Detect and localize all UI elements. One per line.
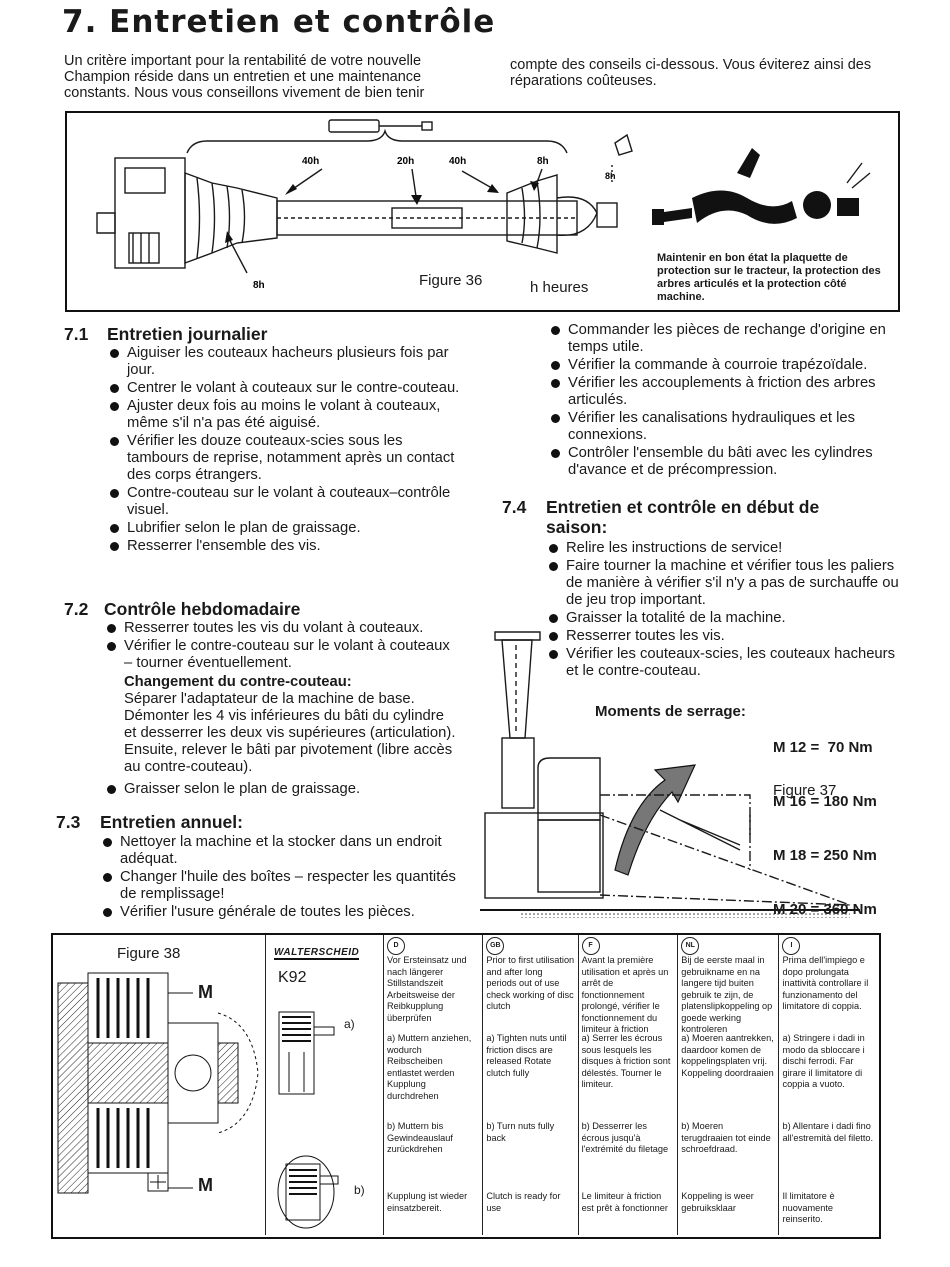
lang-badge-gb: GB	[486, 937, 505, 955]
grease-gun-icon	[328, 119, 433, 133]
m-label-top: M	[198, 982, 213, 1002]
figure-36-box: 40h 20h 40h 8h 8h 8h Figure 36 h heures …	[65, 111, 900, 312]
torque-label: Moments de serrage:	[595, 703, 746, 720]
figure-38-caption: Figure 38	[117, 945, 181, 962]
torque-m12: M 12 = 70 Nm	[773, 739, 873, 756]
safety-pictogram	[652, 148, 871, 225]
label-8h-oil: 8h	[605, 171, 616, 181]
lang-column-it: I Prima dell'impiego e dopo prolungata i…	[778, 935, 877, 1235]
list-item: Commander les pièces de rechange d'origi…	[548, 322, 904, 356]
intro-left: Un critère important pour la rentabilité…	[64, 53, 425, 101]
counter-knife-change-text: Séparer l'adaptateur de la machine de ba…	[124, 691, 456, 775]
clutch-section-drawing	[57, 972, 259, 1194]
list-item: Vérifier les douze couteaux-scies sous l…	[107, 433, 463, 484]
list-item: Relire les instructions de service!	[546, 540, 902, 557]
list-item: Graisser selon le plan de graissage.	[104, 781, 460, 798]
walterscheid-column: WALTERSCHEID K92 a) b)	[265, 935, 384, 1235]
lang-badge-it: I	[782, 937, 801, 955]
section-7-1-number: 7.1	[64, 324, 89, 344]
counter-knife-change-title: Changement du contre-couteau:	[124, 674, 352, 690]
torque-m20: M 20 = 360 Nm	[773, 901, 877, 918]
lang-column-nl: NL Bij de eerste maal in gebruikname en …	[677, 935, 779, 1235]
list-item: Changer l'huile des boîtes – respecter l…	[100, 869, 456, 903]
list-item: Graisser la totalité de la machine.	[546, 610, 902, 627]
label-20h: 20h	[397, 156, 414, 167]
section-7-1-title: Entretien journalier	[107, 324, 268, 344]
lang-badge-nl: NL	[681, 937, 700, 955]
oil-can-icon	[611, 133, 633, 185]
label-40h-left: 40h	[302, 156, 319, 167]
label-40h-right: 40h	[449, 156, 466, 167]
page-title: 7. Entretien et contrôle	[62, 4, 496, 40]
figure-36-caption: Figure 36	[419, 272, 483, 289]
list-item: Faire tourner la machine et vérifier tou…	[546, 558, 902, 609]
list-item: Vérifier l'usure générale de toutes les …	[100, 904, 456, 921]
torque-m16: M 16 = 180 Nm	[773, 793, 877, 810]
figure-38-box: Figure 38 M M WALTERSCHEID K92	[51, 933, 881, 1239]
pto-shaft-drawing: 40h 20h 40h 8h 8h 8h	[96, 119, 871, 291]
lang-column-fr: F Avant la première utilisation et après…	[577, 935, 678, 1235]
protection-note: Maintenir en bon état la plaquette de pr…	[657, 252, 881, 303]
section-7-3-title: Entretien annuel:	[100, 812, 243, 832]
lang-column-gb: GB Prior to first utilisation and after …	[482, 935, 579, 1235]
list-item: Resserrer toutes les vis.	[546, 628, 902, 645]
clutch-detail-a-drawing	[278, 1011, 335, 1095]
label-b: b)	[354, 1183, 365, 1197]
figure-37-caption: Figure 37	[773, 782, 837, 799]
list-item: Ajuster deux fois au moins le volant à c…	[107, 398, 463, 432]
walterscheid-logo: WALTERSCHEID	[274, 947, 360, 960]
section-7-4-number: 7.4	[502, 497, 527, 517]
list-item: Vérifier les accouplements à friction de…	[548, 375, 904, 409]
tractor-gearbox-drawing	[96, 157, 186, 269]
section-7-2-list-end: Graisser selon le plan de graissage.	[104, 781, 460, 799]
right-column-list: Commander les pièces de rechange d'origi…	[548, 322, 904, 480]
lang-badge-fr: F	[581, 937, 600, 955]
lang-badge-de: D	[387, 937, 405, 955]
section-7-3-number: 7.3	[56, 812, 81, 832]
figure-37-drawing	[480, 631, 860, 918]
list-item: Centrer le volant à couteaux sur le cont…	[107, 380, 463, 397]
section-7-4-title: Entretien et contrôle en début de saison…	[546, 497, 820, 537]
label-8h-bottom: 8h	[253, 280, 265, 291]
section-7-2-number: 7.2	[64, 599, 89, 619]
label-8h-top: 8h	[537, 156, 549, 167]
section-7-2-title: Contrôle hebdomadaire	[104, 599, 301, 619]
list-item: Nettoyer la machine et la stocker dans u…	[100, 834, 456, 868]
list-item: Contrôler l'ensemble du bâti avec les cy…	[548, 445, 904, 479]
torque-values: M 12 = 70 Nm M 16 = 180 Nm M 18 = 250 Nm…	[773, 703, 877, 937]
section-7-2-list: Resserrer toutes les vis du volant à cou…	[104, 620, 460, 673]
list-item: Resserrer toutes les vis du volant à cou…	[104, 620, 460, 637]
list-item: Vérifier les canalisations hydrauliques …	[548, 410, 904, 444]
model-label: K92	[278, 969, 307, 986]
language-instruction-table: D Vor Ersteinsatz und nach längerer Stil…	[382, 935, 877, 1235]
section-7-1-list: Aiguiser les couteaux hacheurs plusieurs…	[107, 345, 463, 556]
list-item: Vérifier les couteaux-scies, les couteau…	[546, 646, 902, 680]
list-item: Vérifier la commande à courroie trapézoï…	[548, 357, 904, 374]
torque-m18: M 18 = 250 Nm	[773, 847, 877, 864]
section-7-3-list: Nettoyer la machine et la stocker dans u…	[100, 834, 456, 922]
list-item: Resserrer l'ensemble des vis.	[107, 538, 463, 555]
list-item: Vérifier le contre-couteau sur le volant…	[104, 638, 460, 672]
hours-legend: h heures	[530, 279, 589, 296]
list-item: Aiguiser les couteaux hacheurs plusieurs…	[107, 345, 463, 379]
lang-column-de: D Vor Ersteinsatz und nach längerer Stil…	[382, 935, 483, 1235]
m-label-bottom: M	[198, 1175, 213, 1195]
clutch-detail-b-drawing	[277, 1155, 339, 1229]
intro-right: compte des conseils ci-dessous. Vous évi…	[510, 57, 872, 89]
section-7-4-list: Relire les instructions de service! Fair…	[546, 540, 902, 681]
list-item: Lubrifier selon le plan de graissage.	[107, 520, 463, 537]
label-a: a)	[344, 1017, 355, 1031]
list-item: Contre-couteau sur le volant à couteaux–…	[107, 485, 463, 519]
